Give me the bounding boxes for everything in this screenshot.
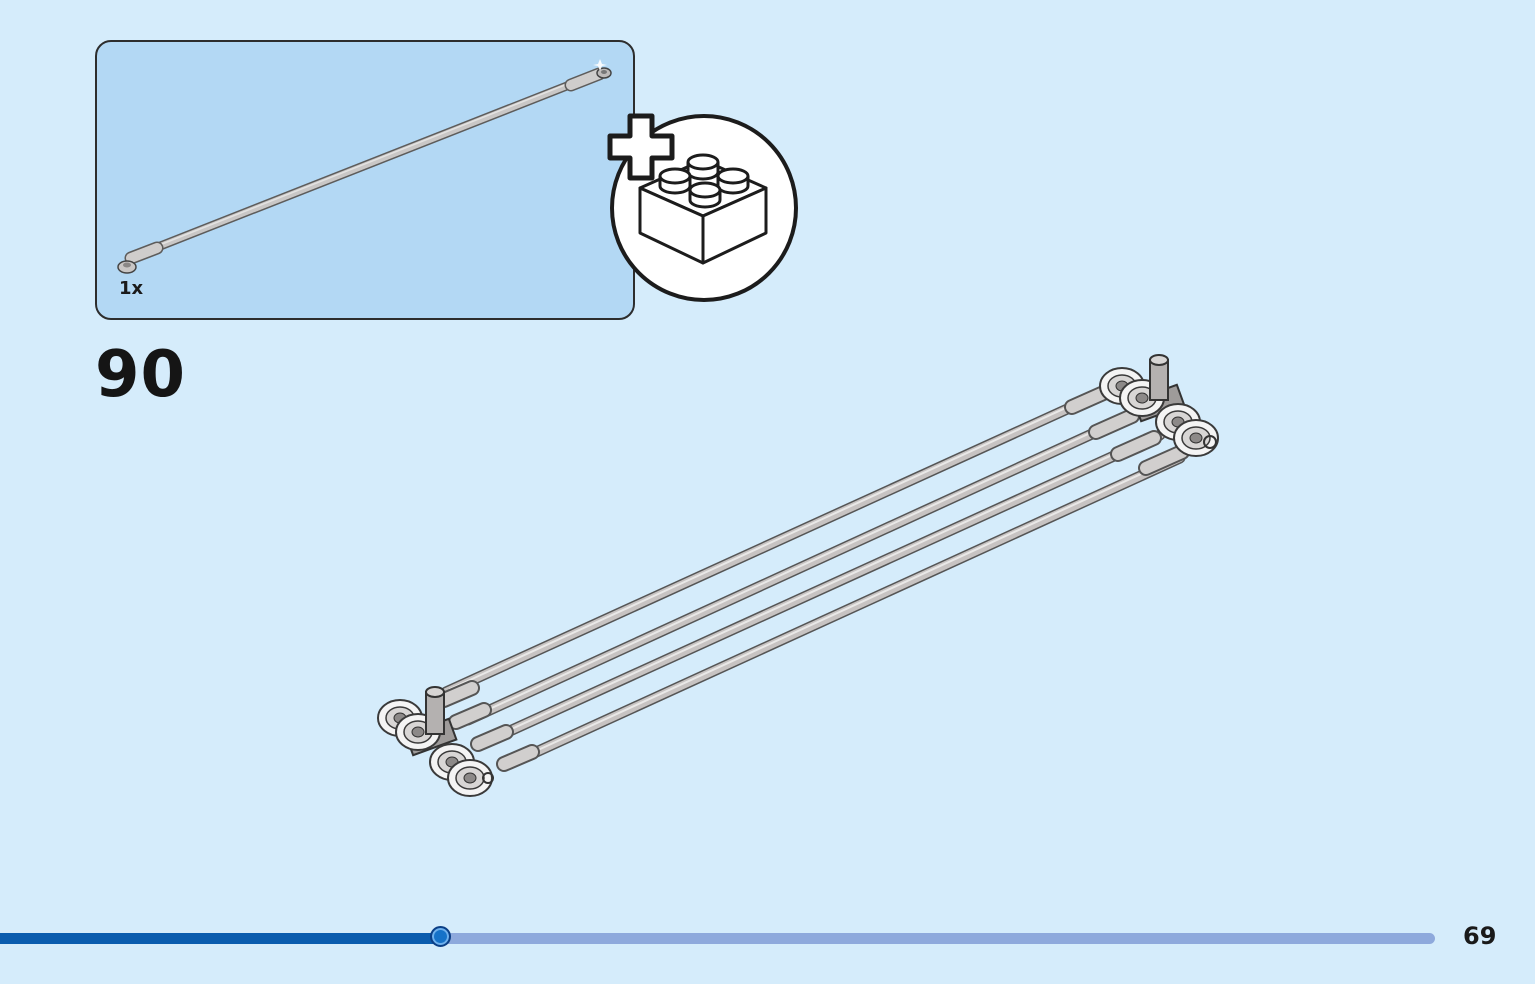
part-quantity: 1x [119,278,144,299]
assembly-illustration [377,354,1219,797]
progress-marker [430,926,451,947]
progress-fill [0,933,441,944]
left-connector [377,686,494,797]
step-number: 90 [95,338,187,412]
parts-callout: 1x [95,40,635,320]
long-axle-rod-icon [117,59,612,274]
rod-4 [504,452,1186,770]
rod-1 [440,379,1126,698]
rod-2 [462,406,1146,726]
page-number: 69 [1463,922,1497,950]
progress-bar [0,926,1435,947]
add-brick-icon [607,113,798,302]
right-connector [1099,354,1219,457]
rod-3 [484,429,1166,746]
